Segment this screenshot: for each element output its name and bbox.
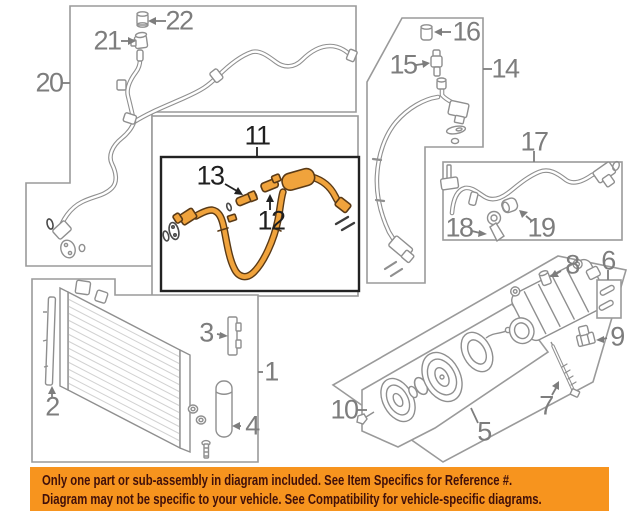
disclaimer-banner: Only one part or sub-assembly in diagram… — [30, 467, 609, 511]
callout-20: 20 — [35, 67, 64, 98]
callout-1: 1 — [264, 356, 279, 387]
callout-4: 4 — [245, 410, 260, 441]
part-17-tube-assembly — [439, 160, 623, 243]
callout-17: 17 — [520, 126, 549, 157]
callout-22: 22 — [165, 5, 194, 36]
part-20-tube-assembly — [25, 5, 358, 267]
callout-19: 19 — [527, 212, 556, 243]
callout-11: 11 — [244, 120, 271, 151]
callout-14: 14 — [491, 53, 520, 84]
callout-2: 2 — [45, 391, 60, 422]
callout-5: 5 — [477, 416, 492, 447]
part-14-hose-assembly — [366, 17, 484, 284]
callout-7: 7 — [539, 390, 554, 421]
callout-13: 13 — [196, 160, 225, 191]
callout-9: 9 — [610, 321, 625, 352]
compressor-group — [331, 255, 628, 463]
callout-15: 15 — [389, 49, 418, 80]
callout-6: 6 — [601, 245, 616, 276]
leader-lines — [48, 17, 609, 430]
disclaimer-line-2: Diagram may not be specific to your vehi… — [42, 492, 542, 508]
disclaimer-line-1: Only one part or sub-assembly in diagram… — [42, 473, 513, 489]
callout-10: 10 — [330, 394, 359, 425]
part-11-highlighted-hose — [159, 155, 361, 293]
callout-8: 8 — [565, 249, 580, 280]
callout-12: 12 — [257, 205, 286, 236]
callout-3: 3 — [199, 317, 214, 348]
callout-18: 18 — [445, 212, 474, 243]
condenser-group — [31, 278, 259, 463]
callout-16: 16 — [452, 16, 481, 47]
callout-21: 21 — [93, 25, 122, 56]
